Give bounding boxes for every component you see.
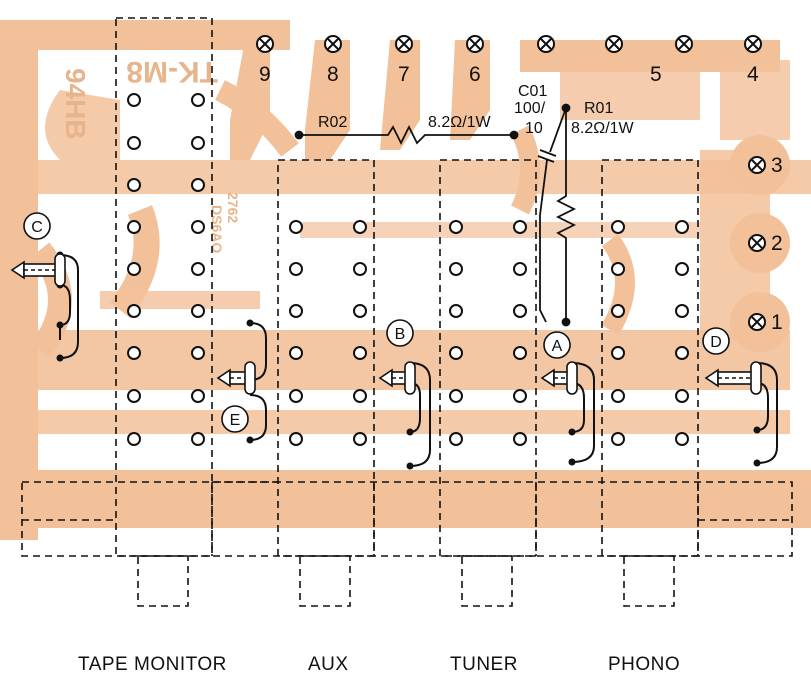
svg-text:D: D [710, 334, 722, 351]
svg-text:E: E [230, 412, 241, 429]
r02-value-label: 8.2Ω/1W [428, 114, 492, 131]
terminal-label-9: 9 [259, 63, 271, 86]
terminal-label-4: 4 [747, 63, 759, 86]
plug-symbols [10, 253, 762, 395]
section-labels: TAPE MONITOR AUX TUNER PHONO [78, 654, 680, 675]
pad-grid [127, 93, 689, 446]
terminal-label-7: 7 [398, 63, 410, 86]
terminal-label-5: 5 [650, 63, 662, 86]
rca-plug-icon-b [378, 361, 416, 395]
svg-text:B: B [395, 326, 406, 343]
terminal-label-2: 2 [771, 232, 783, 255]
terminal-screw-7 [395, 35, 413, 53]
r01-value-label: 8.2Ω/1W [571, 120, 635, 137]
terminal-screw-5c [675, 35, 693, 53]
terminal-screw-5b [605, 35, 623, 53]
c01-value-top: 100/ [514, 100, 546, 117]
r01-ref-label: R01 [584, 100, 613, 117]
silkscreen-small-2: DS6AO [209, 205, 225, 253]
terminal-screw-3 [748, 156, 766, 174]
marker-e: E [221, 405, 249, 433]
resistor-r01 [555, 108, 577, 327]
silkscreen-board-id: TK-M8 [126, 55, 218, 88]
rca-plug-icon-d [704, 361, 762, 395]
terminal-screw-2 [748, 234, 766, 252]
terminal-label-3: 3 [771, 154, 783, 177]
pads-phono [611, 220, 689, 446]
rca-plug-icon-e [216, 361, 256, 395]
r02-ref-label: R02 [318, 114, 347, 131]
label-tuner: TUNER [450, 654, 518, 675]
pads-aux [289, 220, 367, 446]
label-aux: AUX [308, 654, 349, 675]
terminal-label-1: 1 [771, 311, 783, 334]
svg-text:A: A [552, 338, 563, 355]
pads-tape-monitor [127, 93, 205, 446]
wire-junction-dots [56, 251, 761, 470]
marker-c: C [23, 212, 51, 240]
pads-tuner [449, 220, 527, 446]
c01-value-bottom: 10 [525, 120, 543, 137]
marker-a: A [543, 331, 571, 359]
terminal-screw-8 [324, 35, 342, 53]
rca-plug-icon-a [540, 361, 578, 395]
marker-b: B [386, 319, 414, 347]
svg-text:C: C [31, 219, 43, 236]
label-tape-monitor: TAPE MONITOR [78, 654, 227, 675]
terminal-label-6: 6 [469, 63, 481, 86]
silkscreen-ghost: TK-M8 94HB 2762 DS6AO [60, 55, 241, 253]
terminal-screw-9 [256, 35, 274, 53]
label-phono: PHONO [608, 654, 680, 675]
resistor-r02 [294, 124, 519, 146]
jack-outlines [21, 17, 793, 607]
marker-d: D [702, 327, 730, 355]
c01-ref-label: C01 [518, 83, 547, 100]
terminal-screw-4 [744, 35, 762, 53]
silkscreen-small-1: 2762 [225, 192, 241, 223]
terminal-label-8: 8 [327, 63, 339, 86]
terminal-screw-1 [748, 313, 766, 331]
terminal-numbers: 9 8 7 6 5 4 3 2 1 [259, 63, 783, 334]
rca-plug-icon-c [10, 253, 66, 287]
plug-markers: C E B A D [23, 212, 730, 433]
silkscreen-board-code: 94HB [60, 68, 91, 140]
terminal-screw-6 [466, 35, 484, 53]
pcb-traces [0, 20, 811, 540]
terminal-screws [256, 35, 766, 331]
terminal-screw-5a [537, 35, 555, 53]
